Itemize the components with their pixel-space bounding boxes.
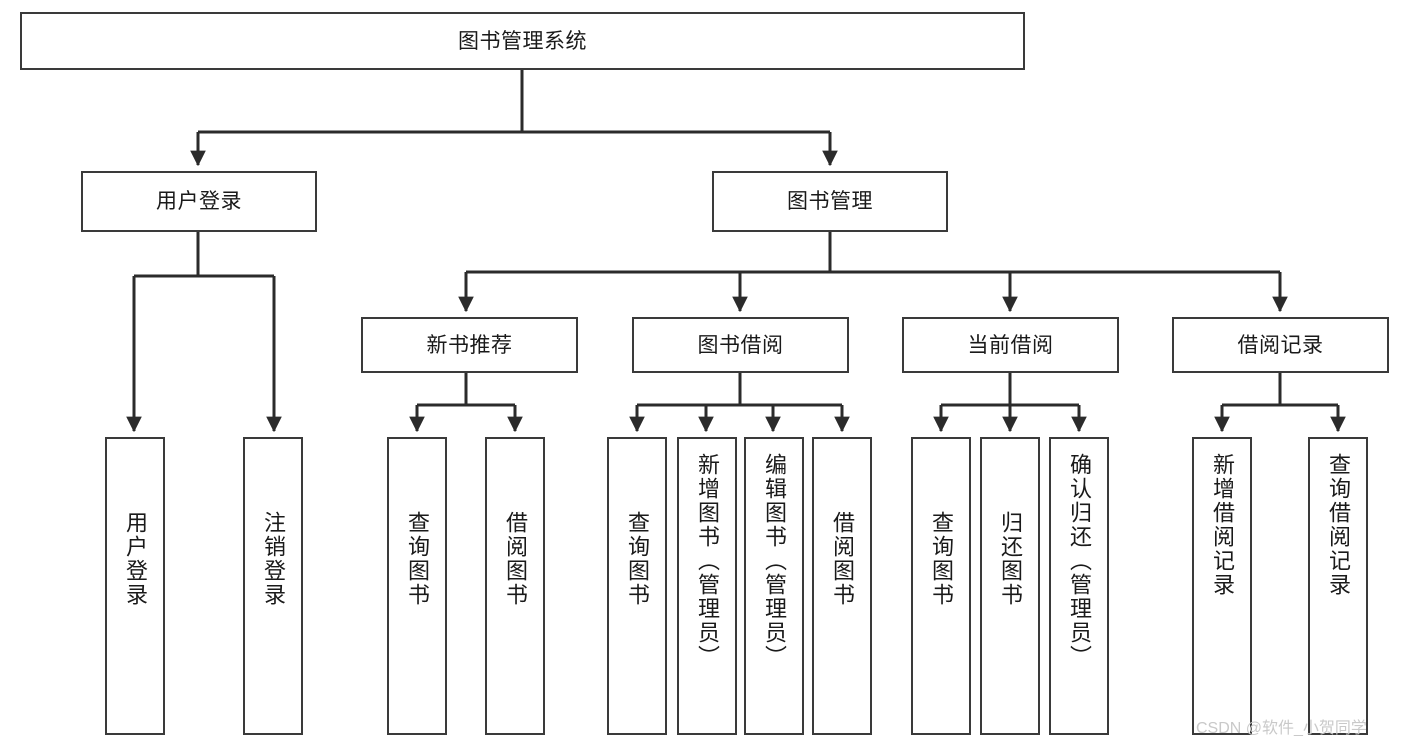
node-leaf-query-book-2[interactable]: 查询图书 — [607, 437, 667, 735]
node-leaf-add-book[interactable]: 新增图书（管理员） — [677, 437, 737, 735]
node-leaf-add-record-label: 新增借阅记录 — [1209, 453, 1235, 597]
node-root[interactable]: 图书管理系统 — [20, 12, 1025, 70]
csdn-watermark: CSDN @软件_小贺同学 — [1196, 720, 1367, 737]
node-leaf-borrow-book-2-label: 借阅图书 — [829, 511, 855, 607]
node-leaf-query-book-3-label: 查询图书 — [928, 511, 954, 607]
node-borrow-record-label: 借阅记录 — [1237, 333, 1324, 357]
node-leaf-query-record[interactable]: 查询借阅记录 — [1308, 437, 1368, 735]
node-current-borrow-label: 当前借阅 — [967, 333, 1054, 357]
node-leaf-return-book[interactable]: 归还图书 — [980, 437, 1040, 735]
node-book-borrow[interactable]: 图书借阅 — [632, 317, 849, 373]
node-leaf-add-record[interactable]: 新增借阅记录 — [1192, 437, 1252, 735]
node-leaf-confirm-return-label: 确认归还（管理员） — [1066, 453, 1092, 669]
node-leaf-query-book-2-label: 查询图书 — [624, 511, 650, 607]
node-leaf-logout-login-label: 注销登录 — [260, 511, 286, 607]
node-leaf-add-book-label: 新增图书（管理员） — [694, 453, 720, 669]
node-leaf-confirm-return[interactable]: 确认归还（管理员） — [1049, 437, 1109, 735]
node-book-borrow-label: 图书借阅 — [697, 333, 784, 357]
node-leaf-user-login-label: 用户登录 — [122, 511, 148, 607]
node-leaf-query-book-3[interactable]: 查询图书 — [911, 437, 971, 735]
node-leaf-logout-login[interactable]: 注销登录 — [243, 437, 303, 735]
node-leaf-query-record-label: 查询借阅记录 — [1325, 453, 1351, 597]
node-user-login-label: 用户登录 — [156, 190, 242, 213]
node-leaf-edit-book-label: 编辑图书（管理员） — [761, 453, 787, 669]
node-current-borrow[interactable]: 当前借阅 — [902, 317, 1119, 373]
node-book-manage[interactable]: 图书管理 — [712, 171, 948, 232]
node-leaf-borrow-book-1-label: 借阅图书 — [502, 511, 528, 607]
node-book-manage-label: 图书管理 — [787, 190, 873, 213]
node-new-book-recommend-label: 新书推荐 — [426, 333, 513, 357]
node-leaf-query-book-1[interactable]: 查询图书 — [387, 437, 447, 735]
node-leaf-user-login[interactable]: 用户登录 — [105, 437, 165, 735]
node-borrow-record[interactable]: 借阅记录 — [1172, 317, 1389, 373]
node-leaf-return-book-label: 归还图书 — [997, 511, 1023, 607]
node-user-login[interactable]: 用户登录 — [81, 171, 317, 232]
node-leaf-query-book-1-label: 查询图书 — [404, 511, 430, 607]
node-leaf-borrow-book-1[interactable]: 借阅图书 — [485, 437, 545, 735]
node-new-book-recommend[interactable]: 新书推荐 — [361, 317, 578, 373]
node-leaf-edit-book[interactable]: 编辑图书（管理员） — [744, 437, 804, 735]
node-leaf-borrow-book-2[interactable]: 借阅图书 — [812, 437, 872, 735]
node-root-label: 图书管理系统 — [458, 29, 587, 53]
